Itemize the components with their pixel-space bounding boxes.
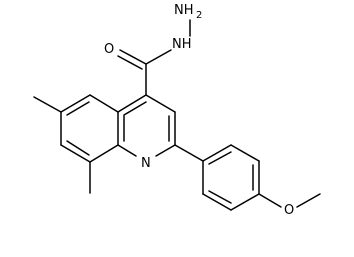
bond-carbonyl-o-double (117, 55, 143, 70)
bond-nh-carbonyl (145, 49, 172, 65)
bond-o-methyl (296, 193, 321, 208)
bond-n-c8a (117, 144, 137, 157)
bond-c8-c8a (89, 144, 119, 163)
bond-c4a-c4-inner (123, 101, 147, 116)
atom-label-ring-n: N (141, 156, 151, 171)
bond-lines (33, 19, 321, 211)
atom-label-nh2: NH (174, 3, 194, 18)
bond-c7-c8-inner (66, 140, 90, 156)
bond-c5-c6-inner (66, 101, 90, 116)
bond-c4-c3 (145, 94, 176, 113)
bond-c7-c8 (60, 144, 91, 163)
bond-c6-methyl (33, 96, 62, 113)
atom-label-nh2-subscript: 2 (196, 10, 202, 21)
bond-carbonyl-o (119, 49, 147, 65)
bond-c4a-c4 (117, 94, 147, 113)
bond-aryl-e (202, 193, 232, 211)
bond-aryl-e-inner (208, 190, 232, 204)
bond-c2-n (155, 144, 176, 157)
bond-aryl-o (258, 193, 282, 208)
bond-aryl-a (202, 144, 232, 162)
atom-labels: NH 2 NH O N O (104, 3, 294, 218)
atom-label-carbonyl-o: O (104, 42, 114, 57)
atom-label-methoxy-o: O (284, 203, 294, 218)
bond-aryl-a-inner (208, 151, 232, 165)
bond-aryl-b (230, 144, 260, 162)
bond-c2-aryl (174, 144, 204, 162)
bond-c4a-c5 (89, 94, 119, 113)
atom-label-nh: NH (172, 37, 192, 52)
bond-c5-c6 (60, 94, 91, 113)
bond-aryl-d (230, 193, 260, 211)
